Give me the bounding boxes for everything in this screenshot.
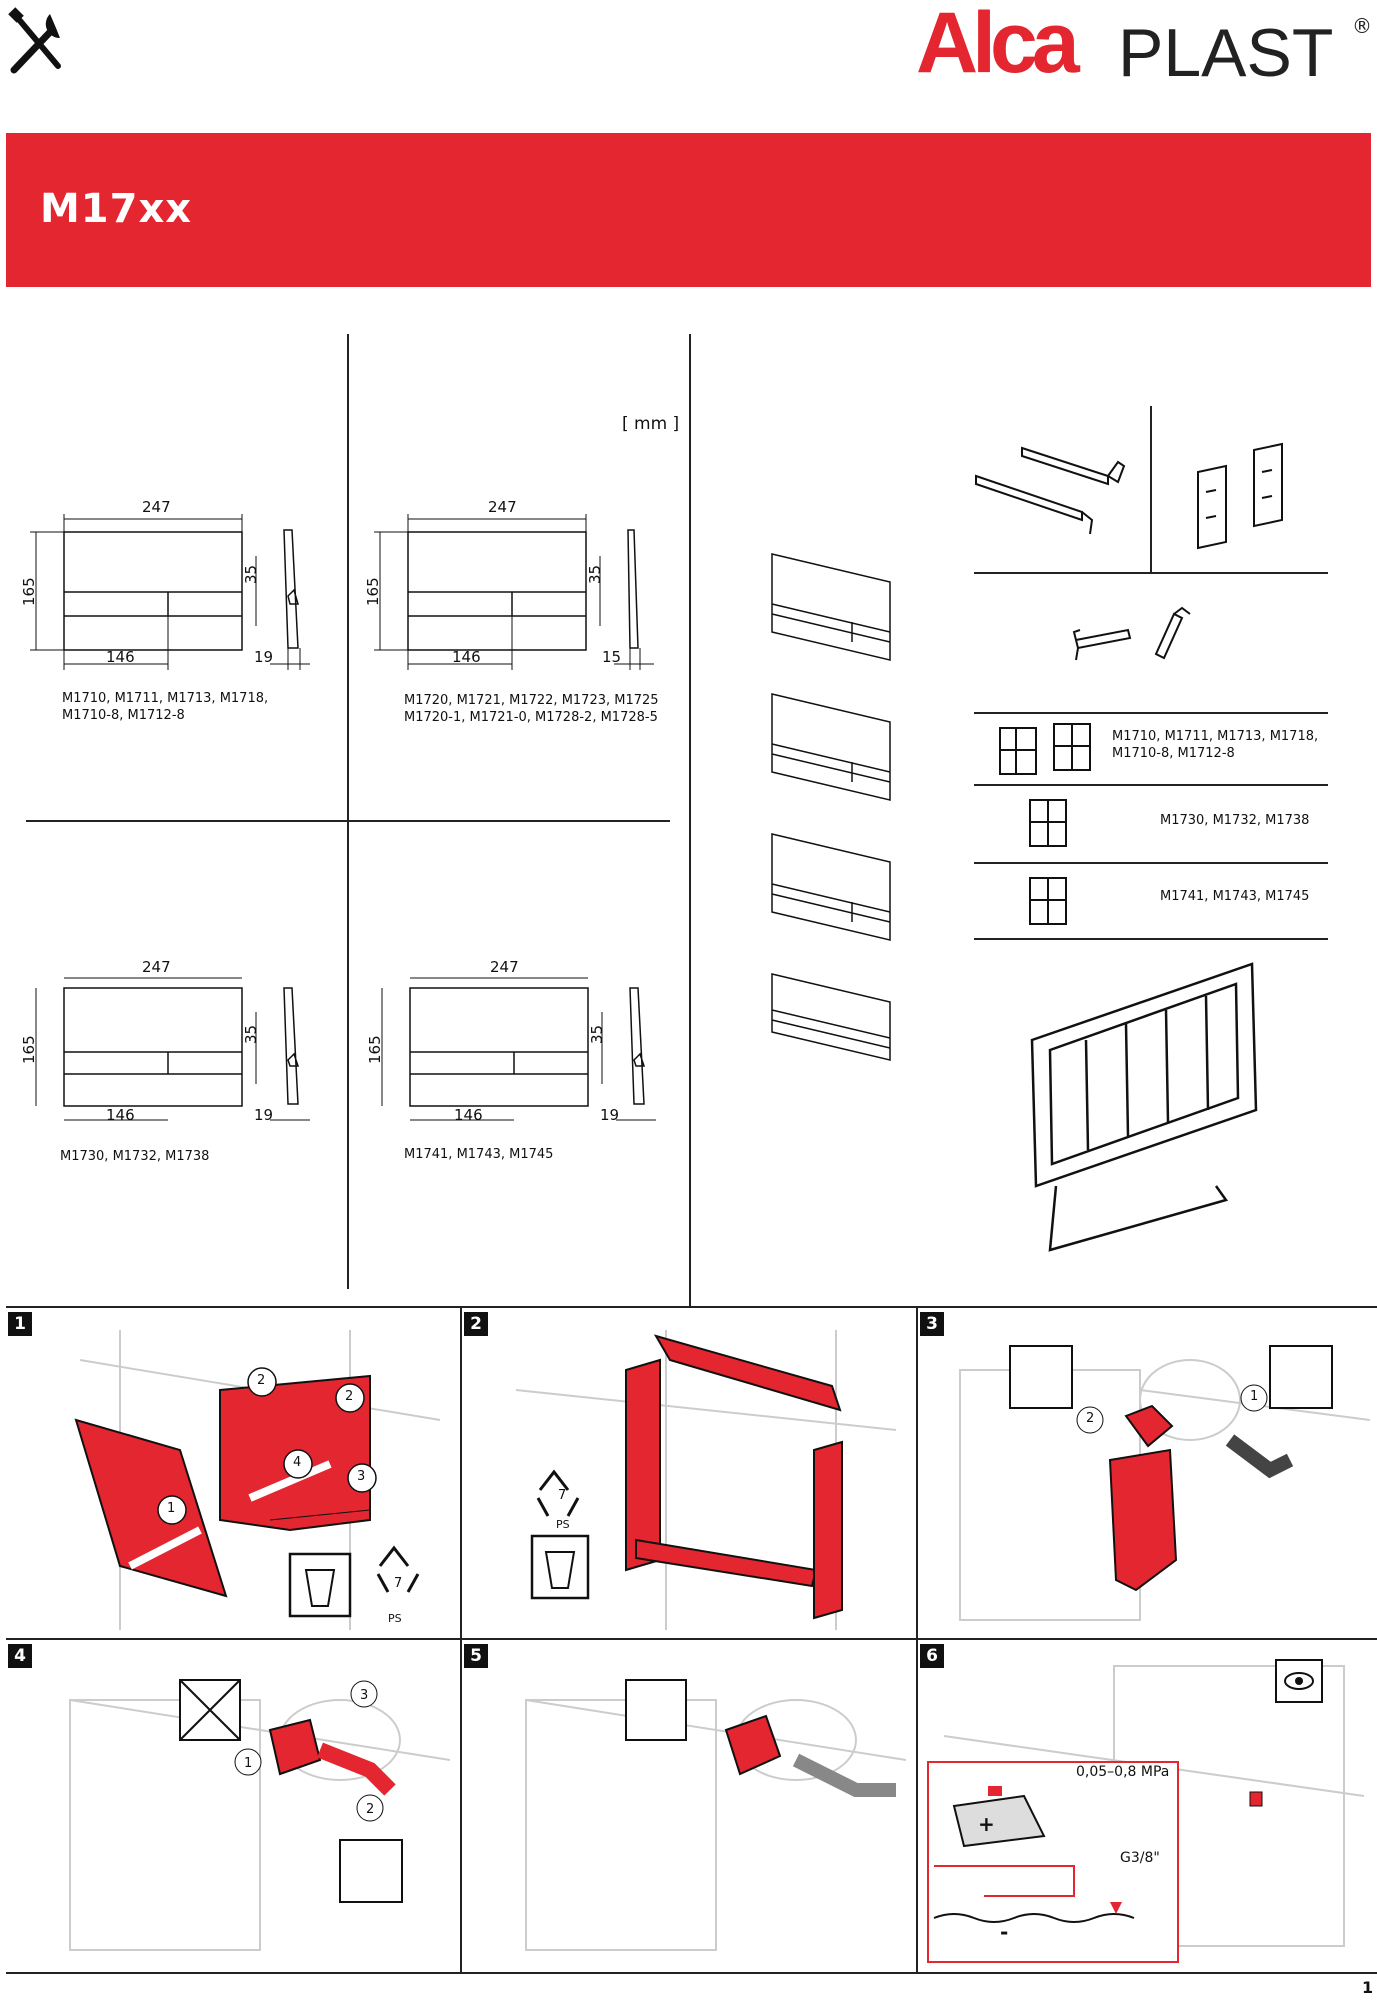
callout: 2 bbox=[257, 1373, 266, 1388]
dimension-drawing bbox=[366, 956, 666, 1156]
recycle-code: 7 bbox=[394, 1576, 403, 1591]
step-number: 4 bbox=[8, 1644, 32, 1668]
callout: 3 bbox=[360, 1688, 369, 1703]
divider bbox=[347, 334, 349, 1289]
recycle-label: PS bbox=[556, 1518, 570, 1531]
minus-sign: - bbox=[1000, 1920, 1009, 1944]
model-list: M1730, M1732, M1738 bbox=[60, 1149, 210, 1164]
divider bbox=[689, 334, 691, 1306]
holder-icon bbox=[1024, 796, 1074, 850]
dimension-drawing bbox=[20, 956, 320, 1156]
model-list: M1741, M1743, M1745 bbox=[404, 1147, 554, 1162]
dim-strip: 35 bbox=[586, 564, 604, 584]
callout: 2 bbox=[366, 1802, 375, 1817]
step-4-illustration bbox=[40, 1660, 451, 1960]
step-number: 6 bbox=[920, 1644, 944, 1668]
pressure-label: 0,05–0,8 MPa bbox=[1076, 1764, 1170, 1780]
divider bbox=[1150, 406, 1152, 572]
parts-model-list: M1741, M1743, M1745 bbox=[1160, 889, 1310, 904]
recycle-label: PS bbox=[388, 1612, 402, 1625]
callout: 1 bbox=[1250, 1389, 1259, 1404]
divider bbox=[974, 572, 1328, 574]
dim-height: 165 bbox=[20, 1035, 38, 1064]
divider bbox=[974, 862, 1328, 864]
dim-button: 146 bbox=[106, 648, 135, 666]
brackets-icon bbox=[1190, 442, 1310, 552]
brand-logo-alca: Alca bbox=[916, 0, 1080, 91]
model-list: M1720, M1721, M1722, M1723, M1725 M1720-… bbox=[404, 693, 659, 725]
dim-height: 165 bbox=[20, 577, 38, 606]
callout: 2 bbox=[1086, 1411, 1095, 1426]
dim-width: 247 bbox=[142, 498, 171, 516]
dim-button: 146 bbox=[106, 1106, 135, 1124]
dim-height: 165 bbox=[364, 577, 382, 606]
divider bbox=[26, 820, 670, 822]
mounting-frame-icon bbox=[1026, 960, 1266, 1260]
mounting-rails-icon bbox=[972, 440, 1138, 540]
page-number: 1 bbox=[1362, 1978, 1374, 1997]
step-6-illustration bbox=[924, 1656, 1370, 1966]
title-banner bbox=[6, 133, 1371, 287]
dim-strip: 35 bbox=[242, 564, 260, 584]
divider bbox=[974, 938, 1328, 940]
step-2-illustration bbox=[496, 1330, 906, 1630]
plate-perspective-views bbox=[768, 548, 898, 1068]
divider bbox=[6, 1638, 1377, 1640]
dim-depth: 19 bbox=[254, 1106, 274, 1124]
divider bbox=[6, 1972, 1377, 1974]
step-5-illustration bbox=[496, 1660, 907, 1960]
callout: 1 bbox=[244, 1756, 253, 1771]
divider bbox=[460, 1306, 462, 1972]
step-3-illustration bbox=[950, 1330, 1371, 1630]
step-number: 5 bbox=[464, 1644, 488, 1668]
dim-depth: 15 bbox=[602, 648, 622, 666]
model-list: M1710, M1711, M1713, M1718, M1710-8, M17… bbox=[62, 691, 269, 723]
holder-icon bbox=[1024, 874, 1074, 928]
page-title: M17xx bbox=[40, 186, 193, 232]
dimension-drawing bbox=[20, 496, 320, 736]
dim-width: 247 bbox=[490, 958, 519, 976]
holder-icon bbox=[996, 720, 1096, 780]
parts-model-list: M1730, M1732, M1738 bbox=[1160, 813, 1310, 828]
thread-label: G3/8" bbox=[1120, 1850, 1160, 1866]
divider bbox=[974, 784, 1328, 786]
step-1-illustration bbox=[40, 1330, 450, 1630]
divider bbox=[916, 1306, 918, 1972]
clips-icon bbox=[1072, 600, 1202, 680]
callout: 4 bbox=[293, 1455, 302, 1470]
parts-model-list: M1710, M1711, M1713, M1718, M1710-8, M17… bbox=[1112, 729, 1319, 761]
unit-label: [ mm ] bbox=[622, 414, 680, 434]
recycle-code: 7 bbox=[558, 1488, 567, 1503]
dim-depth: 19 bbox=[254, 648, 274, 666]
dim-strip: 35 bbox=[588, 1024, 606, 1044]
callout: 2 bbox=[345, 1389, 354, 1404]
dim-button: 146 bbox=[452, 648, 481, 666]
step-number: 2 bbox=[464, 1312, 488, 1336]
divider bbox=[974, 712, 1328, 714]
dim-depth: 19 bbox=[600, 1106, 620, 1124]
callout: 3 bbox=[357, 1469, 366, 1484]
dim-button: 146 bbox=[454, 1106, 483, 1124]
step-number: 1 bbox=[8, 1312, 32, 1336]
tools-icon bbox=[6, 6, 76, 78]
dim-width: 247 bbox=[488, 498, 517, 516]
callout: 1 bbox=[167, 1501, 176, 1516]
dim-strip: 35 bbox=[242, 1024, 260, 1044]
divider bbox=[6, 1306, 1377, 1308]
brand-logo-plast: PLAST bbox=[1118, 15, 1334, 91]
registered-mark: ® bbox=[1352, 14, 1372, 38]
dim-height: 165 bbox=[366, 1035, 384, 1064]
step-number: 3 bbox=[920, 1312, 944, 1336]
dim-width: 247 bbox=[142, 958, 171, 976]
dimension-drawing bbox=[364, 496, 664, 736]
plus-sign: + bbox=[978, 1812, 995, 1836]
